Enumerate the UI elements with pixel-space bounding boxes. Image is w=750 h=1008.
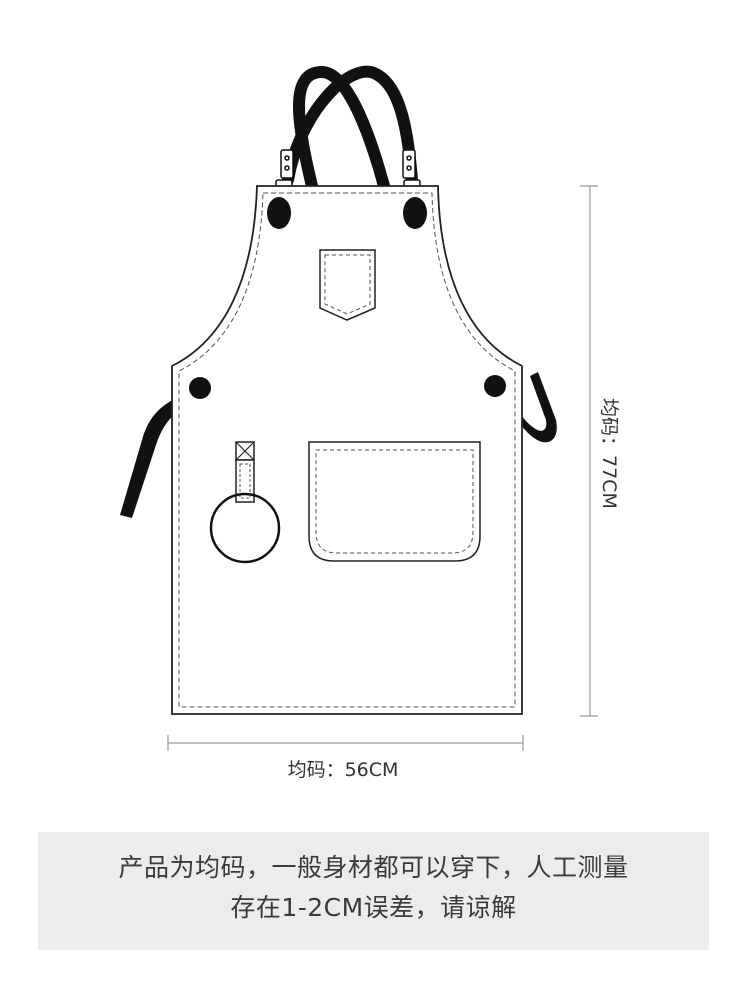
note-line-1: 产品为均码，一般身材都可以穿下，人工测量 [118,853,629,882]
rivet-waist-right [484,375,506,397]
apron-diagram: 均码：77CM 均码：56CM [120,65,620,781]
rivet-waist-left [189,377,211,399]
sizing-note: 产品为均码，一般身材都可以穿下，人工测量 存在1-2CM误差，请谅解 [38,832,709,950]
towel-loop [209,441,281,564]
waist-strap-left [120,390,200,518]
neck-straps [282,65,418,192]
waist-strap-right [498,372,557,443]
strap-buckle-right [402,149,421,189]
height-dimension-line [580,185,598,717]
rivet-top-right [403,197,427,229]
rivet-top-left [267,197,291,229]
strap-buckle-left [275,149,294,189]
height-label: 均码：77CM [598,398,620,509]
front-pocket [308,441,481,562]
chest-pocket [319,249,376,321]
note-line-2: 存在1-2CM误差，请谅解 [230,893,517,922]
width-label: 均码：56CM [288,759,399,781]
width-dimension-line [167,735,524,751]
apron-stitching [178,192,516,708]
